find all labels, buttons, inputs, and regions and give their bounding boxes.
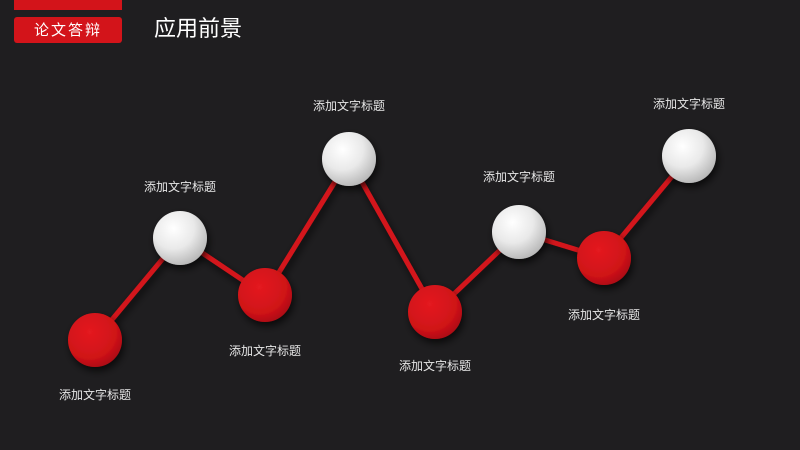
node-1-red-circle (68, 313, 122, 367)
page-title: 应用前景 (154, 17, 243, 42)
node-3-label: 添加文字标题 (228, 344, 301, 358)
node-4-label: 添加文字标题 (312, 99, 385, 113)
node-2-label: 添加文字标题 (143, 180, 216, 194)
node-3-red-circle (238, 268, 292, 322)
node-6-white-circle (492, 205, 546, 259)
section-badge: 论文答辩 (14, 17, 122, 43)
node-1-label: 添加文字标题 (58, 388, 131, 402)
node-5-label: 添加文字标题 (398, 359, 471, 373)
node-6-label: 添加文字标题 (482, 170, 555, 184)
accent-bar (14, 0, 122, 10)
node-8-white-circle (662, 129, 716, 183)
node-7-label: 添加文字标题 (567, 308, 640, 322)
node-2-white-circle (153, 211, 207, 265)
node-8-label: 添加文字标题 (652, 97, 725, 111)
node-4-white-circle (322, 132, 376, 186)
node-5-red-circle (408, 285, 462, 339)
node-7-red-circle (577, 231, 631, 285)
